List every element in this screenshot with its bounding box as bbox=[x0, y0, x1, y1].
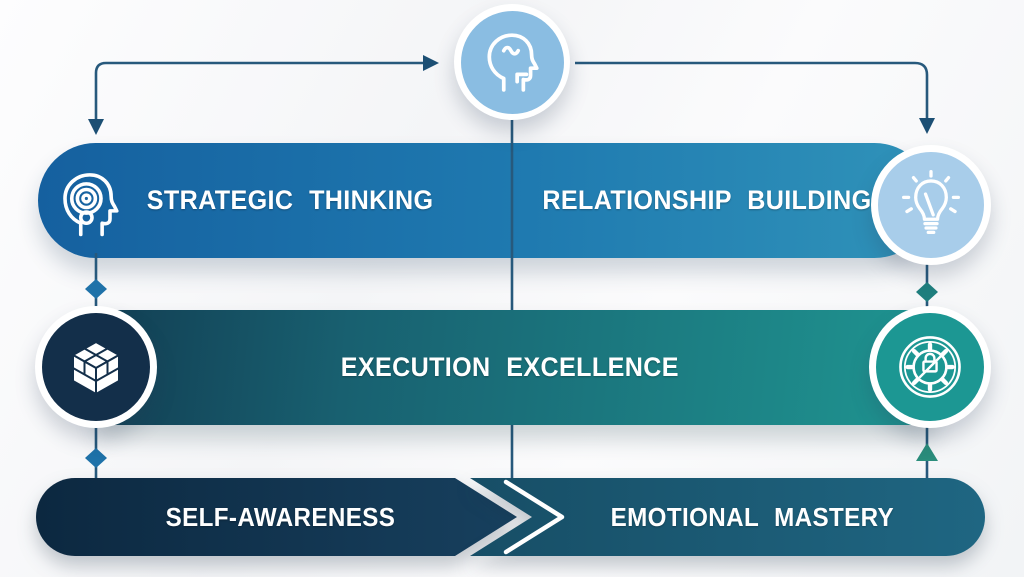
top-left-connector bbox=[94, 61, 423, 121]
row1-right-label: RELATIONSHIP BUILDING bbox=[542, 143, 871, 258]
diamond-right-mid bbox=[916, 282, 938, 302]
chevron-divider-icon bbox=[503, 479, 565, 555]
row3-right-label-text: EMOTIONAL MASTERY bbox=[610, 501, 895, 532]
row1-right-label-text: RELATIONSHIP BUILDING bbox=[542, 185, 872, 215]
arrow-up-right-low bbox=[916, 443, 938, 461]
diamond-left-low bbox=[85, 448, 107, 468]
arrow-down-right bbox=[919, 118, 935, 134]
row3-left-label: SELF-AWARENESS bbox=[130, 478, 430, 556]
row2-bar bbox=[96, 310, 934, 425]
row1-right-circle bbox=[871, 145, 991, 265]
head-profile-icon bbox=[460, 10, 564, 114]
row3-left-label-text: SELF-AWARENESS bbox=[165, 501, 395, 532]
row1-left-label: STRATEGIC THINKING bbox=[140, 143, 440, 258]
row2-label-text: EXECUTION EXCELLENCE bbox=[340, 352, 680, 382]
bricks-cube-icon bbox=[42, 313, 150, 421]
top-right-connector bbox=[575, 61, 929, 119]
top-node-circle bbox=[454, 4, 570, 120]
row1-bar bbox=[38, 143, 932, 258]
arrow-down-left bbox=[88, 119, 104, 135]
row2-label: EXECUTION EXCELLENCE bbox=[250, 310, 770, 425]
row3-right-label: EMOTIONAL MASTERY bbox=[600, 478, 905, 556]
lightbulb-icon bbox=[878, 152, 984, 258]
arrow-right-into-top-circle bbox=[423, 55, 439, 71]
row2-left-circle bbox=[35, 306, 157, 428]
diamond-left-mid bbox=[85, 279, 107, 299]
row1-left-label-text: STRATEGIC THINKING bbox=[146, 185, 434, 215]
gear-badge-icon bbox=[876, 313, 984, 421]
head-gear-icon bbox=[56, 167, 128, 239]
row2-right-circle bbox=[869, 306, 991, 428]
